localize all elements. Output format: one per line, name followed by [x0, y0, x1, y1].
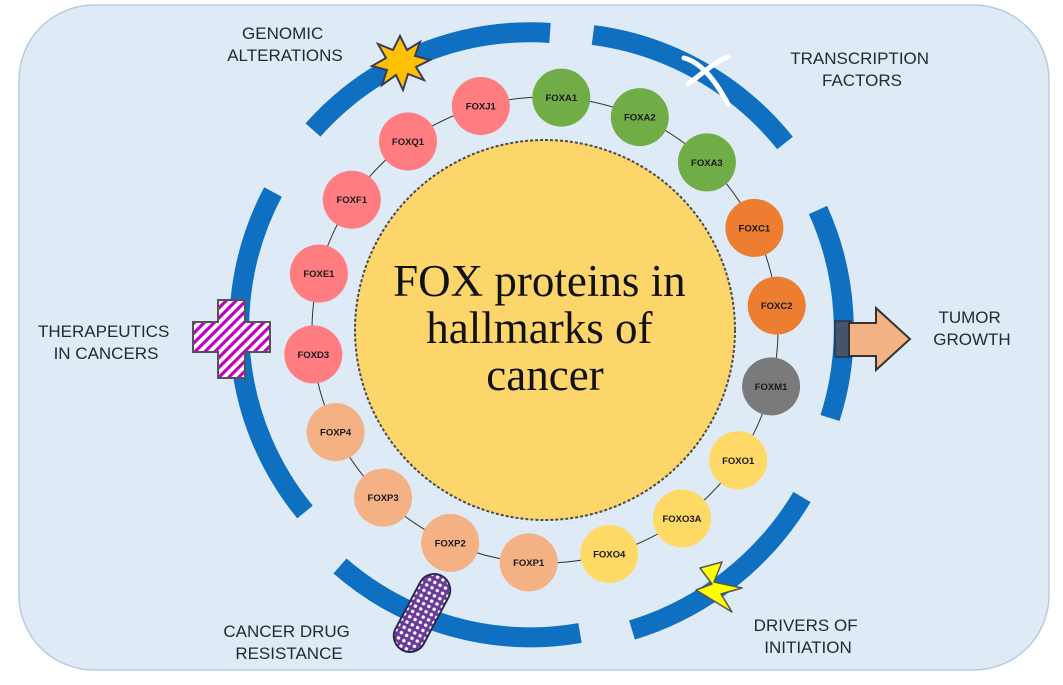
protein-label-foxp2: FOXP2: [435, 538, 466, 549]
protein-label-foxq1: FOXQ1: [392, 137, 425, 148]
protein-label-foxo4: FOXO4: [593, 550, 626, 561]
protein-node-foxe1: [289, 244, 348, 303]
arc-tumor-growth: [808, 205, 854, 422]
medical-cross-icon: [192, 299, 271, 379]
protein-node-foxo4: [580, 525, 639, 583]
label-therapeutics-in-cancers: THERAPEUTICS IN CANCERS: [38, 322, 174, 363]
protein-node-foxd3: [284, 325, 343, 384]
protein-label-foxo1: FOXO1: [722, 456, 755, 467]
dna-helix-icon: [681, 54, 731, 107]
label-tumor-growth: TUMOR GROWTH: [933, 308, 1010, 349]
protein-node-foxq1: [379, 112, 437, 171]
protein-label-foxa3: FOXA3: [691, 158, 723, 169]
label-transcription-factors: TRANSCRIPTION FACTORS: [790, 49, 934, 90]
protein-node-foxp2: [421, 513, 480, 572]
protein-node-foxa3: [677, 133, 736, 192]
protein-label-foxd3: FOXD3: [297, 350, 329, 361]
arc-transcription-factors: [591, 25, 793, 150]
protein-node-foxp1: [499, 533, 558, 592]
protein-node-foxj1: [451, 77, 510, 135]
lightning-icon: [695, 561, 743, 613]
hallmark-labels: GENOMIC ALTERATIONS TRANSCRIPTION FACTOR…: [38, 24, 1011, 663]
protein-label-foxa2: FOXA2: [624, 113, 656, 124]
arrow-right-icon: [834, 305, 912, 373]
protein-label-foxp1: FOXP1: [513, 558, 545, 569]
protein-node-foxo3a: [653, 489, 711, 548]
arc-cancer-drug-resistance: [333, 558, 582, 648]
explosion-icon: [369, 33, 433, 93]
center-title: FOX proteins in hallmarks of cancer: [393, 256, 697, 400]
protein-label-foxo3a: FOXO3A: [662, 514, 701, 525]
protein-label-foxf1: FOXF1: [336, 195, 367, 206]
label-drivers-of-initiation: DRIVERS OF INITIATION: [754, 616, 863, 657]
protein-label-foxj1: FOXJ1: [466, 102, 497, 113]
protein-node-foxc2: [747, 276, 806, 335]
label-cancer-drug-resistance: CANCER DRUG RESISTANCE: [223, 622, 354, 663]
center-circle: [354, 139, 736, 521]
arc-drivers-of-initiation: [629, 491, 811, 640]
protein-node-foxc1: [725, 198, 784, 257]
protein-node-foxo1: [709, 431, 768, 490]
arc-genomic-alterations: [305, 22, 551, 137]
protein-label-foxe1: FOXE1: [303, 269, 335, 280]
protein-label-foxa1: FOXA1: [545, 93, 577, 104]
protein-node-foxp3: [354, 468, 413, 527]
protein-node-foxa2: [610, 88, 669, 147]
label-genomic-alterations: GENOMIC ALTERATIONS: [227, 24, 343, 65]
protein-label-foxp3: FOXP3: [368, 493, 399, 504]
protein-label-foxm1: FOXM1: [755, 382, 788, 393]
protein-node-foxp4: [306, 403, 365, 462]
protein-node-foxf1: [322, 170, 381, 229]
protein-nodes: FOXA1FOXA2FOXA3FOXC1FOXC2FOXM1FOXO1FOXO3…: [284, 68, 806, 592]
protein-label-foxp4: FOXP4: [320, 428, 352, 439]
protein-node-foxa1: [532, 68, 591, 127]
pill-capsule-icon: [392, 573, 452, 653]
protein-label-foxc2: FOXC2: [761, 301, 793, 312]
protein-label-foxc1: FOXC1: [739, 223, 771, 234]
protein-node-foxm1: [742, 357, 801, 416]
